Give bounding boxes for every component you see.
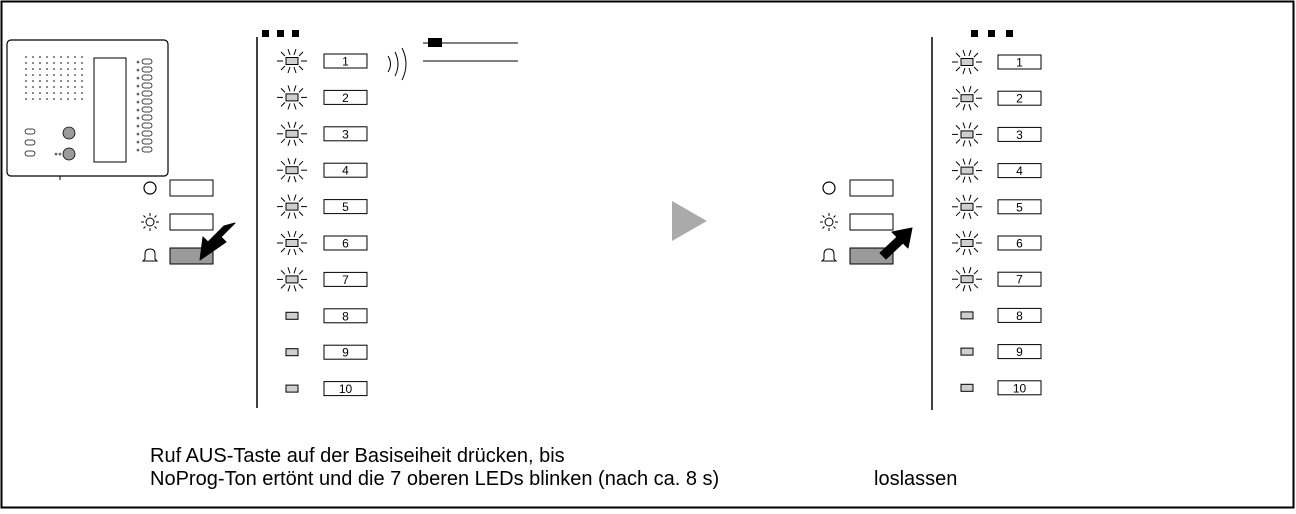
key-4 [323,162,368,178]
led-blinking-1 [277,48,307,74]
led-blinking-4 [277,158,307,183]
release-arrow-icon [879,227,913,260]
key-label-6: 6 [342,237,349,251]
device-side-keys [24,128,62,157]
key-8 [323,308,368,324]
device-button-top [62,126,76,140]
key-2 [997,90,1042,106]
key-label-2: 2 [342,91,349,105]
led-blinking-3 [952,122,982,147]
key-label-8: 8 [342,309,349,323]
key-label-2: 2 [1016,92,1023,106]
led-blinking-5 [952,194,982,219]
light-key [169,213,214,231]
key-label-10: 10 [339,382,353,396]
key-label-9: 9 [1016,345,1023,359]
device-key-column [136,58,153,153]
key-label-9: 9 [342,346,349,360]
led-blinking-7 [952,267,982,292]
key-label-8: 8 [1016,309,1023,323]
press-arrow-icon [199,222,236,261]
key-5 [997,199,1042,215]
tone-marker [428,38,442,47]
off-icon [822,181,836,195]
key-8 [997,307,1042,323]
key-9 [323,344,368,360]
key-label-5: 5 [342,200,349,214]
key-label-5: 5 [1016,200,1023,214]
light-icon [141,213,159,231]
key-10 [323,381,368,397]
led-8 [960,311,974,320]
bell-icon [820,248,838,262]
caption-line-2: NoProg-Ton ertönt und die 7 oberen LEDs … [150,468,720,490]
led-blinking-1 [952,49,982,75]
device-display [93,57,127,163]
off-key [169,179,214,197]
key-3 [323,126,368,142]
key-4 [997,163,1042,179]
bell-icon [141,248,159,262]
led-8 [285,311,299,320]
key-7 [997,271,1042,287]
device-button-bottom [62,147,76,161]
key-label-4: 4 [1016,164,1023,178]
led-panel-right: 1 2 3 4 5 6 7 8 9 10 [952,30,1042,396]
key-label-1: 1 [342,55,349,69]
key-label-3: 3 [1016,128,1023,142]
key-6 [323,235,368,251]
caption-line-1: Ruf AUS-Taste auf der Basiseiheit drücke… [150,445,565,467]
key-9 [997,344,1042,360]
led-blinking-6 [277,230,307,256]
key-label-10: 10 [1013,381,1027,395]
key-label-4: 4 [342,164,349,178]
led-blinking-4 [952,158,982,183]
off-icon [143,181,157,195]
sound-indicator [387,38,518,81]
led-10 [285,384,299,393]
led-9 [960,347,974,356]
led-blinking-6 [952,230,982,256]
key-label-7: 7 [342,273,349,287]
off-key [849,179,894,197]
key-2 [323,89,368,105]
key-1 [323,53,368,69]
key-5 [323,199,368,215]
led-blinking-5 [277,194,307,219]
led-blinking-2 [952,86,982,111]
led-blinking-2 [277,85,307,110]
led-blinking-7 [277,267,307,292]
led-blinking-3 [277,121,307,146]
key-label-3: 3 [342,127,349,141]
key-7 [323,271,368,287]
light-icon [820,213,838,231]
function-keys-left [141,179,236,265]
base-unit-device [6,39,169,180]
key-label-1: 1 [1016,56,1023,70]
key-1 [997,54,1042,70]
led-panel-left: 1 2 3 4 5 6 7 8 9 10 [262,30,368,397]
key-label-7: 7 [1016,273,1023,287]
function-keys-right [820,179,913,265]
key-3 [997,126,1042,142]
key-label-6: 6 [1016,237,1023,251]
key-10 [997,380,1042,396]
transition-arrow-icon [672,201,707,241]
led-9 [285,348,299,357]
caption-release: loslassen [874,468,958,490]
light-key [849,213,894,231]
key-6 [997,235,1042,251]
speaker-grille [25,56,83,100]
led-10 [960,383,974,392]
